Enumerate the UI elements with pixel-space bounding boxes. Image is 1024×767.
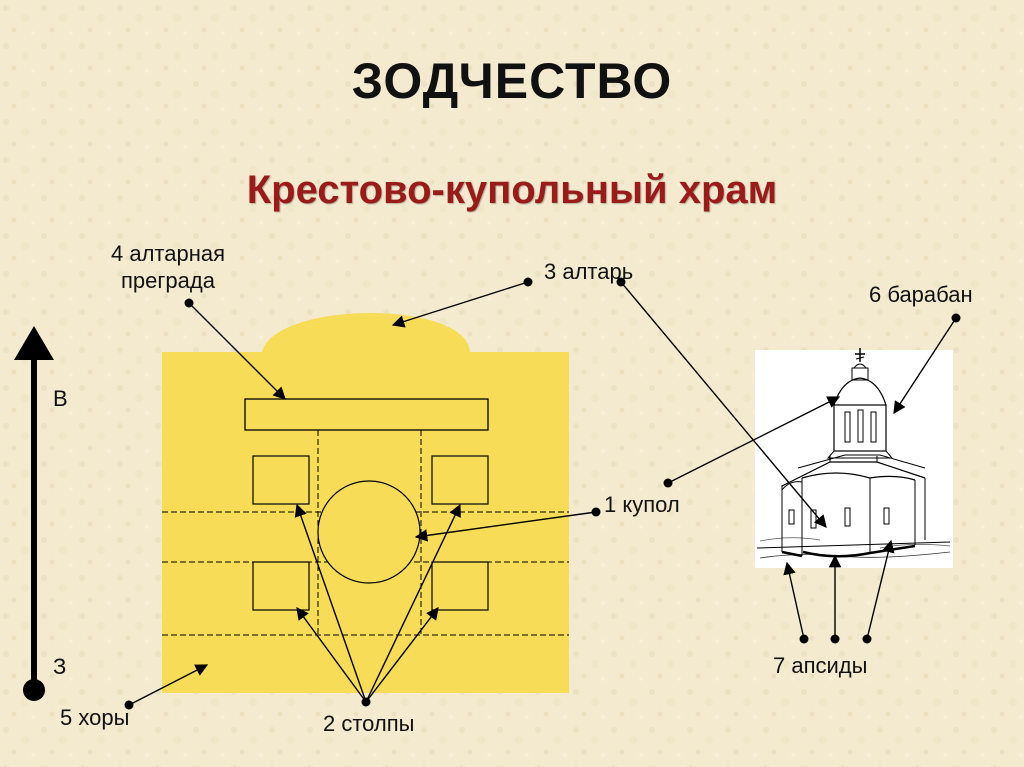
- page-subtitle: Крестово-купольный храм: [246, 168, 778, 212]
- page-title: ЗОДЧЕСТВО: [351, 53, 673, 109]
- pillar-top-right: [431, 455, 489, 505]
- label-west: З: [53, 654, 67, 679]
- dome-circle: [317, 480, 421, 584]
- label-altar-barrier: 4 алтарная преграда: [80, 240, 256, 294]
- pillar-top-left: [252, 455, 310, 505]
- label-altar: 3 алтарь: [544, 259, 634, 284]
- label-drum: 6 барабан: [869, 282, 973, 307]
- label-apses: 7 апсиды: [773, 653, 868, 678]
- label-dome: 1 купол: [604, 492, 680, 517]
- label-pillars: 2 столпы: [323, 711, 415, 736]
- pillar-bottom-right: [431, 561, 489, 611]
- leader-lines: [128, 281, 957, 706]
- leader-dots: [124, 277, 961, 710]
- label-altar-barrier-line2: преграда: [121, 268, 215, 293]
- pillar-bottom-left: [252, 561, 310, 611]
- label-choir: 5 хоры: [60, 705, 130, 730]
- altar-barrier-rect: [244, 398, 489, 431]
- label-altar-barrier-line1: 4 алтарная: [110, 241, 226, 266]
- floor-plan: [162, 313, 569, 693]
- label-east: В: [53, 386, 68, 411]
- orientation-arrow: [14, 326, 54, 701]
- church-sketch: [755, 348, 953, 568]
